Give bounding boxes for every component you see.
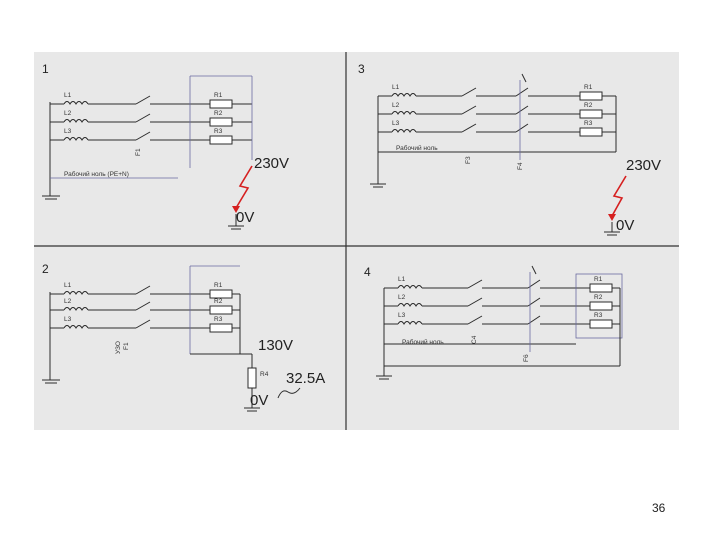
line-label: L2 <box>64 298 72 305</box>
phase-row-1: L1 R1 <box>378 84 616 101</box>
resistor-label: R3 <box>584 120 593 127</box>
fault-arrow <box>235 165 253 209</box>
page-number: 36 <box>652 501 666 515</box>
fuse-label: C4 <box>471 335 478 344</box>
phase-row-3: L3 R3 <box>384 312 620 329</box>
panel-number: 1 <box>42 62 49 76</box>
resistor-label: R2 <box>214 298 223 305</box>
line-label: L3 <box>392 120 400 127</box>
neutral-label: Рабочий ноль <box>402 338 444 346</box>
panel-number: 4 <box>364 265 371 279</box>
line-label: L2 <box>398 294 406 301</box>
resistor-label: R2 <box>214 110 223 117</box>
frame-background <box>34 52 679 430</box>
line-label: L1 <box>64 92 72 99</box>
phase-row-3: L3 R3 <box>378 120 616 137</box>
resistor-label: R3 <box>214 128 223 135</box>
voltage-label: 230V <box>626 157 661 174</box>
resistor-label: R1 <box>214 282 223 289</box>
phase-row-1: L1 R1 <box>384 276 620 293</box>
phase-row-2: L2 R2 <box>378 102 616 119</box>
neutral-label: Рабочий ноль (PE+N) <box>64 170 129 178</box>
resistor-label: R1 <box>214 92 223 99</box>
line-label: L3 <box>64 128 72 135</box>
panel-number: 2 <box>42 262 49 276</box>
voltage-label: 130V <box>258 337 293 354</box>
line-label: L2 <box>64 110 72 117</box>
panel-3: 3 L1 R1 L2 R2 <box>358 62 661 236</box>
phase-row-1: L1 R1 <box>50 282 240 299</box>
line-label: L1 <box>64 282 72 289</box>
resistor-label: R1 <box>584 84 593 91</box>
phase-row-2: L2 R2 <box>50 110 252 127</box>
resistor-label: R1 <box>594 276 603 283</box>
line-label: L3 <box>398 312 406 319</box>
current-arrow <box>277 387 301 399</box>
line-label: L2 <box>392 102 400 109</box>
switch-label: F4 <box>517 162 524 170</box>
voltage-label: 0V <box>236 209 254 226</box>
phase-row-1: L1 R1 <box>50 92 252 109</box>
panel-1: 1 L1 R1 L2 R2 <box>42 62 289 230</box>
resistor-r4 <box>247 367 257 389</box>
switch-label: F6 <box>523 354 530 362</box>
voltage-label: 230V <box>254 155 289 172</box>
panel-number: 3 <box>358 62 365 76</box>
fuse-label: F1 <box>135 148 142 156</box>
fault-arrow <box>611 175 627 217</box>
line-label: L3 <box>64 316 72 323</box>
voltage-label: 0V <box>616 217 634 234</box>
fuse-label: F1 <box>123 342 130 350</box>
phase-row-2: L2 R2 <box>384 294 620 311</box>
neutral-label: Рабочий ноль <box>396 144 438 152</box>
panel-4: 4 L1 R1 L2 R2 <box>364 265 623 380</box>
phase-row-3: L3 R3 <box>50 128 252 145</box>
resistor-label: R2 <box>584 102 593 109</box>
resistor-label: R3 <box>594 312 603 319</box>
resistor-label: R2 <box>594 294 603 301</box>
phase-row-2: L2 R2 <box>50 298 240 315</box>
line-label: L1 <box>392 84 400 91</box>
fuse-note: УЗО <box>115 341 122 354</box>
panel-2: 2 L1 R1 L2 R2 <box>42 262 325 412</box>
voltage-label: 0V <box>250 392 268 409</box>
resistor-label: R4 <box>260 371 269 378</box>
fuse-label: F3 <box>465 156 472 164</box>
current-label: 32.5A <box>286 370 325 387</box>
phase-row-3: L3 R3 <box>50 316 240 333</box>
resistor-label: R3 <box>214 316 223 323</box>
line-label: L1 <box>398 276 406 283</box>
